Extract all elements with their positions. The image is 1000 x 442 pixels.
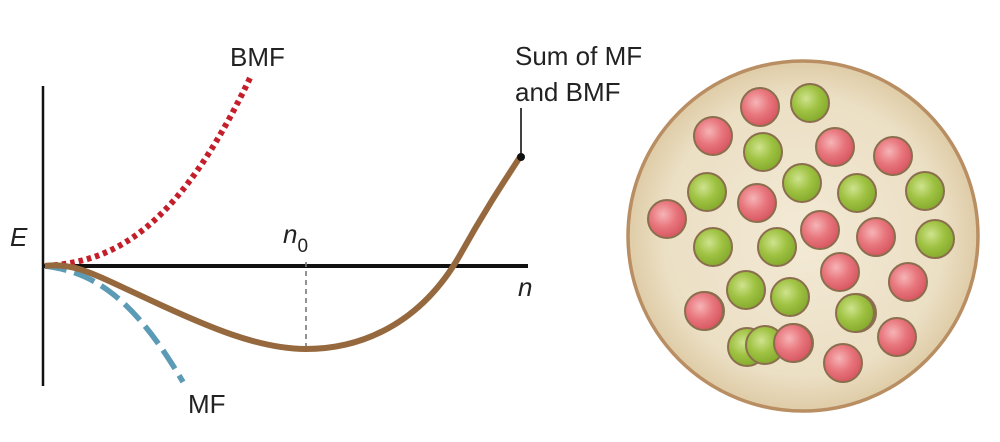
green-atom <box>835 293 875 333</box>
red-atom <box>684 291 724 331</box>
quantum-droplet <box>626 59 980 413</box>
red-atom <box>815 127 855 167</box>
red-atom <box>773 323 813 363</box>
green-atom <box>743 132 783 172</box>
energy-axis-label: E <box>10 222 28 252</box>
sum-label-line2: and BMF <box>515 77 621 107</box>
droplet-atoms <box>647 83 955 383</box>
green-atom <box>726 270 766 310</box>
red-atom <box>888 262 928 302</box>
sum-curve <box>44 155 523 353</box>
green-atom <box>790 83 830 123</box>
red-atom <box>823 343 863 383</box>
density-axis-label: n <box>518 272 532 302</box>
mf-label: MF <box>188 389 226 419</box>
green-atom <box>687 172 727 212</box>
red-atom <box>737 183 777 223</box>
n0-label-main: n <box>283 219 297 249</box>
green-atom <box>837 173 877 213</box>
green-atom <box>757 227 797 267</box>
green-atom <box>915 219 955 259</box>
green-atom <box>770 277 810 317</box>
red-atom <box>740 87 780 127</box>
green-atom <box>693 227 733 267</box>
bmf-label: BMF <box>230 42 285 72</box>
green-atom <box>782 163 822 203</box>
n0-label: n0 <box>283 219 308 257</box>
green-atom <box>905 171 945 211</box>
n0-label-subscript: 0 <box>297 236 308 257</box>
red-atom <box>820 252 860 292</box>
sum-label-line1: Sum of MF <box>515 41 642 71</box>
red-atom <box>647 199 687 239</box>
red-atom <box>877 317 917 357</box>
bmf-curve <box>44 76 253 269</box>
sum-annotation-dot <box>517 153 525 161</box>
red-atom <box>800 210 840 250</box>
red-atom <box>693 116 733 156</box>
red-atom <box>873 136 913 176</box>
red-atom <box>856 217 896 257</box>
mf-curve <box>44 263 186 384</box>
